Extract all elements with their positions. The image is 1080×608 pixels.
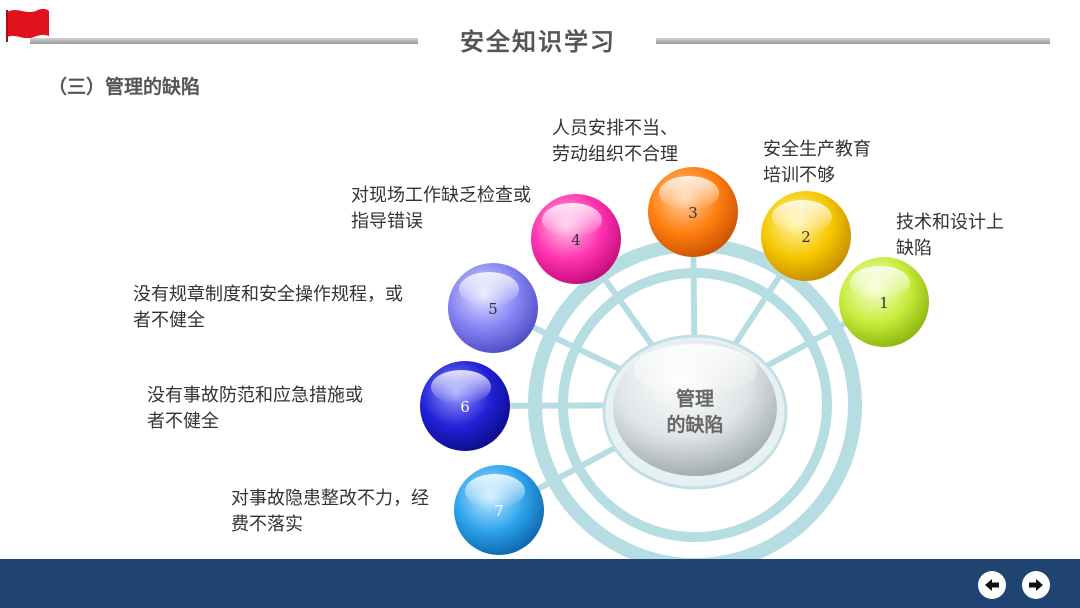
item-1-label-line1: 技术和设计上 xyxy=(896,212,1004,233)
item-5-label-line2: 者不健全 xyxy=(133,310,205,331)
item-6-label-line1: 没有事故防范和应急措施或 xyxy=(147,385,363,406)
item-7-label-line2: 费不落实 xyxy=(231,514,303,535)
item-1-label-line2: 缺陷 xyxy=(896,238,932,259)
red-flag-icon xyxy=(6,8,49,42)
node-number: 4 xyxy=(571,231,581,249)
item-5-label: 没有规章制度和安全操作规程，或 者不健全 xyxy=(133,282,403,334)
node-number: 2 xyxy=(801,228,811,246)
item-2-label-line1: 安全生产教育 xyxy=(763,139,871,160)
item-7-label: 对事故隐患整改不力，经 费不落实 xyxy=(231,486,429,538)
arrow-right-icon xyxy=(1029,579,1043,591)
node-1: 1 xyxy=(839,257,929,347)
footer-bar xyxy=(0,559,1080,608)
node-5: 5 xyxy=(448,263,538,353)
item-3-label: 人员安排不当、 劳动组织不合理 xyxy=(552,116,678,168)
prev-button[interactable] xyxy=(978,571,1006,599)
node-number: 7 xyxy=(494,502,504,520)
node-number: 1 xyxy=(879,294,889,312)
item-3-label-line2: 劳动组织不合理 xyxy=(552,144,678,165)
item-4-label: 对现场工作缺乏检查或 指导错误 xyxy=(351,183,531,235)
item-1-label: 技术和设计上 缺陷 xyxy=(896,210,1004,262)
item-7-label-line1: 对事故隐患整改不力，经 xyxy=(231,488,429,509)
item-2-label: 安全生产教育 培训不够 xyxy=(763,137,871,189)
item-6-label-line2: 者不健全 xyxy=(147,411,219,432)
item-4-label-line2: 指导错误 xyxy=(351,211,423,232)
node-number: 5 xyxy=(488,300,498,318)
node-2: 2 xyxy=(761,191,851,281)
item-3-label-line1: 人员安排不当、 xyxy=(552,118,678,139)
center-label-line1: 管理 xyxy=(676,387,714,410)
node-number: 6 xyxy=(460,398,470,416)
node-6: 6 xyxy=(420,361,510,451)
header-rule-left xyxy=(30,38,418,44)
page-title: 安全知识学习 xyxy=(460,28,616,56)
node-3: 3 xyxy=(648,167,738,257)
item-6-label: 没有事故防范和应急措施或 者不健全 xyxy=(147,383,363,435)
node-number: 3 xyxy=(688,204,698,222)
center-hub: 管理 的缺陷 xyxy=(602,334,788,490)
center-label-line2: 的缺陷 xyxy=(666,413,723,436)
item-2-label-line2: 培训不够 xyxy=(763,165,835,186)
section-title: （三）管理的缺陷 xyxy=(48,76,201,98)
arrow-left-icon xyxy=(985,579,999,591)
next-button[interactable] xyxy=(1022,571,1050,599)
item-5-label-line1: 没有规章制度和安全操作规程，或 xyxy=(133,284,403,305)
header-rule-right xyxy=(656,38,1050,44)
node-7: 7 xyxy=(454,465,544,555)
node-4: 4 xyxy=(531,194,621,284)
item-4-label-line1: 对现场工作缺乏检查或 xyxy=(351,185,531,206)
